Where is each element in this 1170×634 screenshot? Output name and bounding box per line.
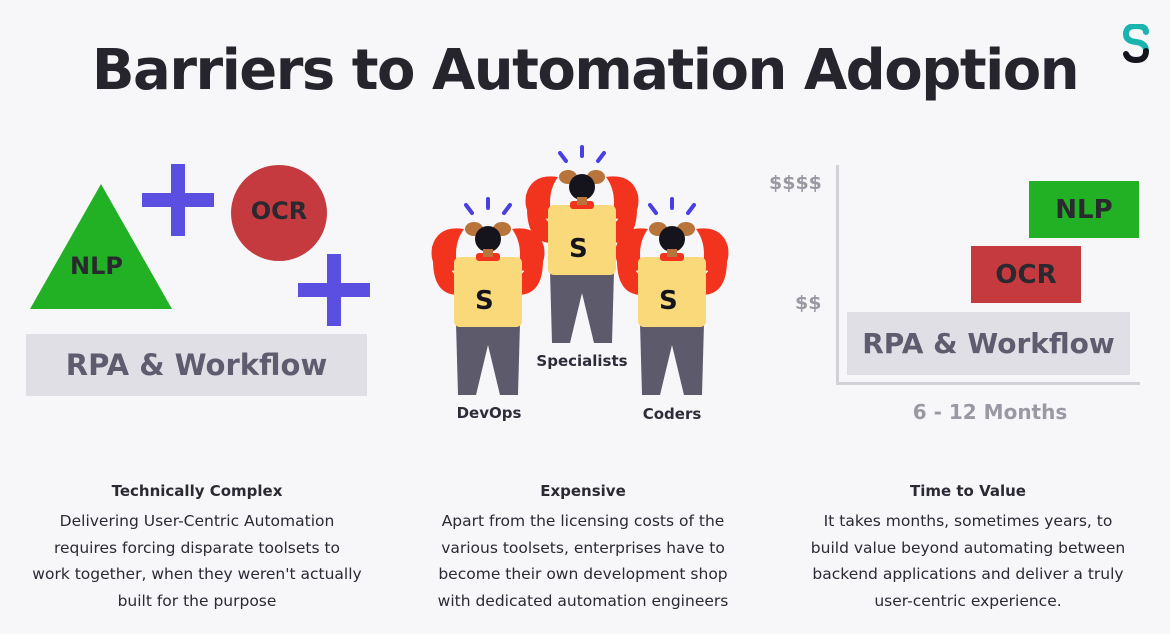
- people-label-coders: Coders: [642, 405, 702, 423]
- nlp-triangle: [30, 184, 172, 309]
- body-line: Apart from the licensing costs of the: [441, 512, 725, 530]
- body-line: built for the purpose: [117, 591, 277, 610]
- people-illustration: [429, 145, 731, 397]
- nlp-label: NLP: [70, 252, 123, 280]
- nlp-bar: NLP: [1029, 181, 1139, 238]
- ocr-circle: [231, 165, 327, 261]
- left-illustration: NLP OCR RPA & Workflow: [0, 150, 400, 410]
- y-label-high: $$$$: [769, 172, 822, 194]
- body-line: various toolsets, enterprises have to: [441, 538, 725, 557]
- column-heading: Expensive: [540, 482, 626, 500]
- body-line: become their own development shop: [438, 565, 728, 583]
- shirt-logo: S: [475, 286, 494, 316]
- column-body: Delivering User-Centric Automation requi…: [17, 508, 377, 614]
- plus-icon: [142, 164, 214, 236]
- page-title: Barriers to Automation Adoption: [91, 38, 1080, 103]
- plus-icon: [298, 254, 370, 326]
- body-line: Delivering User-Centric Automation: [59, 512, 335, 530]
- shirt-logo: S: [659, 286, 678, 316]
- body-line: It takes months, sometimes years, to: [823, 512, 1113, 530]
- ocr-bar: OCR: [971, 246, 1081, 303]
- x-axis: [836, 382, 1140, 385]
- body-line: requires forcing disparate toolsets to: [53, 538, 341, 557]
- body-line: work together, when they weren't actuall…: [32, 565, 362, 583]
- column-technically-complex: Technically Complex Delivering User-Cent…: [17, 482, 377, 614]
- ocr-label: OCR: [250, 197, 308, 225]
- column-heading: Time to Value: [909, 482, 1026, 500]
- column-expensive: Expensive Apart from the licensing costs…: [403, 482, 763, 614]
- shirt-logo: S: [569, 234, 588, 264]
- rpa-workflow-box: RPA & Workflow: [26, 334, 367, 396]
- column-heading: Technically Complex: [111, 482, 283, 500]
- body-line: backend applications and deliver a truly: [812, 565, 1124, 583]
- people-label-specialists: Specialists: [536, 352, 628, 370]
- column-body: Apart from the licensing costs of the va…: [403, 508, 763, 614]
- people-label-devops: DevOps: [456, 404, 522, 422]
- y-label-low: $$: [795, 292, 822, 314]
- body-line: with dedicated automation engineers: [437, 591, 729, 610]
- body-line: build value beyond automating between: [810, 538, 1126, 557]
- x-axis-label: 6 - 12 Months: [912, 400, 1068, 424]
- logo: [1122, 24, 1149, 64]
- column-time-to-value: Time to Value It takes months, sometimes…: [788, 482, 1148, 614]
- body-line: user-centric experience.: [874, 591, 1062, 610]
- rpa-bar: RPA & Workflow: [847, 312, 1130, 375]
- column-body: It takes months, sometimes years, to bui…: [788, 508, 1148, 614]
- y-axis: [836, 165, 839, 385]
